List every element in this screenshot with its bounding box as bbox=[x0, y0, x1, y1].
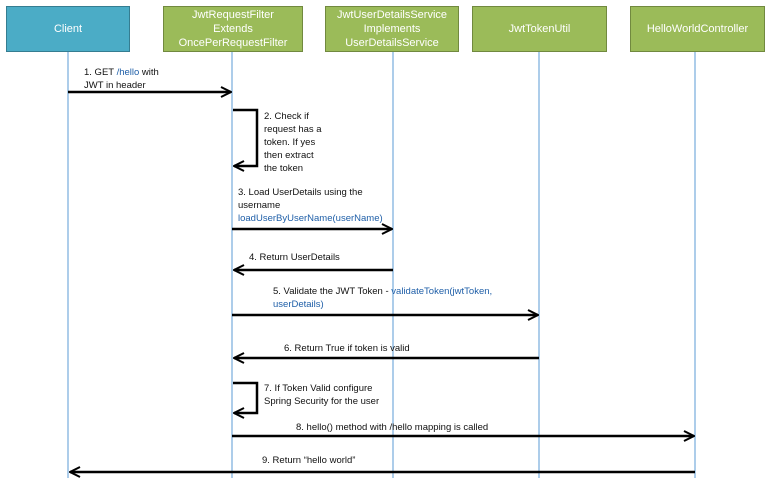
participant-label: Client bbox=[53, 23, 83, 35]
participant-label: JwtUserDetailsService bbox=[336, 9, 448, 21]
participant-jwt-request-filter: JwtRequestFilter Extends OncePerRequestF… bbox=[163, 6, 303, 52]
participant-label: JwtRequestFilter bbox=[192, 9, 274, 21]
participant-jwt-token-util: JwtTokenUtil bbox=[472, 6, 607, 52]
arrow-7-self bbox=[233, 381, 259, 413]
message-1-label: 1. GET /hello with JWT in header bbox=[84, 67, 159, 91]
message-3-label: 3. Load UserDetails using the username l… bbox=[238, 187, 383, 224]
participant-label: Extends bbox=[213, 23, 253, 35]
message-7-label: 7. If Token Valid configure Spring Secur… bbox=[264, 383, 380, 407]
participant-label: UserDetailsService bbox=[345, 37, 439, 49]
message-2-label: 2. Check if request has a token. If yes … bbox=[264, 111, 322, 174]
arrow-2-self bbox=[233, 108, 259, 166]
message-6-label: 6. Return True if token is valid bbox=[284, 343, 410, 354]
participant-client: Client bbox=[6, 6, 130, 52]
message-5-label: 5. Validate the JWT Token - validateToke… bbox=[273, 286, 493, 310]
participant-label: HelloWorldController bbox=[646, 23, 749, 35]
participant-label: OncePerRequestFilter bbox=[178, 37, 288, 49]
message-9-label: 9. Return “hello world” bbox=[262, 455, 356, 466]
message-8-label: 8. hello() method with /hello mapping is… bbox=[296, 422, 489, 433]
participant-label: Implements bbox=[363, 23, 421, 35]
participant-hello-world-controller: HelloWorldController bbox=[630, 6, 765, 52]
participant-label: JwtTokenUtil bbox=[508, 23, 571, 35]
message-4-label: 4. Return UserDetails bbox=[249, 252, 340, 263]
participant-jwt-user-details-service: JwtUserDetailsService Implements UserDet… bbox=[325, 6, 459, 52]
